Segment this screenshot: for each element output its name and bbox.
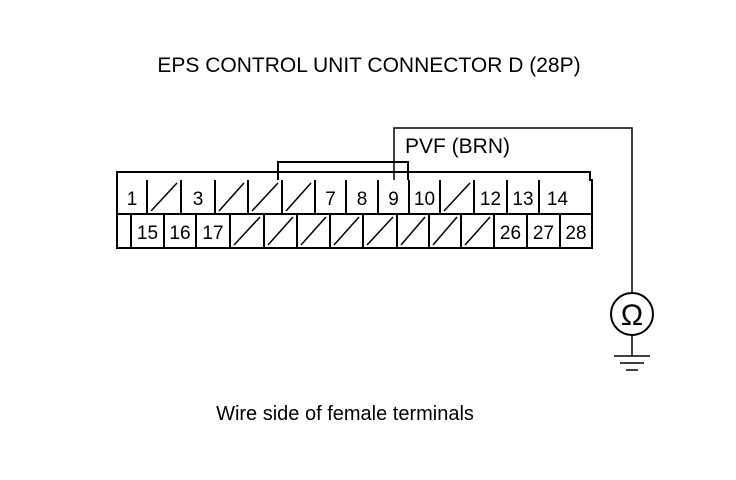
wire-label: PVF (BRN) xyxy=(405,135,510,158)
empty-cavity-slash xyxy=(400,216,426,246)
ohmmeter-icon: Ω xyxy=(610,292,654,336)
pin-12: 12 xyxy=(480,189,501,210)
diagram-title: EPS CONTROL UNIT CONNECTOR D (28P) xyxy=(157,54,580,77)
pin-9: 9 xyxy=(388,189,399,210)
ohmmeter-symbol: Ω xyxy=(621,299,643,332)
pin-17: 17 xyxy=(202,223,223,244)
empty-cavity-slash xyxy=(443,182,471,212)
empty-cavity-slash xyxy=(251,182,279,212)
pin-7: 7 xyxy=(325,189,336,210)
connector-bottom-row: 15 16 17 26 27 28 xyxy=(130,214,587,248)
pin-26: 26 xyxy=(500,223,521,244)
empty-cavity-slash xyxy=(233,216,261,246)
pin-1: 1 xyxy=(127,189,138,210)
caption: Wire side of female terminals xyxy=(216,403,474,425)
ground-icon xyxy=(614,335,650,371)
empty-cavity-slash xyxy=(432,216,458,246)
empty-cavity-slash xyxy=(300,216,327,246)
empty-cavity-slash xyxy=(464,216,491,246)
pin-14: 14 xyxy=(547,189,569,210)
probe-wire xyxy=(393,127,633,292)
pin-10: 10 xyxy=(414,189,435,210)
empty-cavity-slash xyxy=(150,182,178,212)
pin-8: 8 xyxy=(357,189,368,210)
pin-13: 13 xyxy=(512,189,533,210)
pin-3: 3 xyxy=(193,189,204,210)
empty-cavity-slash xyxy=(267,216,294,246)
empty-cavity-slash xyxy=(333,216,360,246)
pin-16: 16 xyxy=(169,223,190,244)
pin-27: 27 xyxy=(533,223,554,244)
empty-cavity-slash xyxy=(285,182,312,212)
pin-15: 15 xyxy=(137,223,158,244)
empty-cavity-slash xyxy=(218,182,245,212)
empty-cavity-slash xyxy=(366,216,394,246)
pin-28: 28 xyxy=(565,223,586,244)
